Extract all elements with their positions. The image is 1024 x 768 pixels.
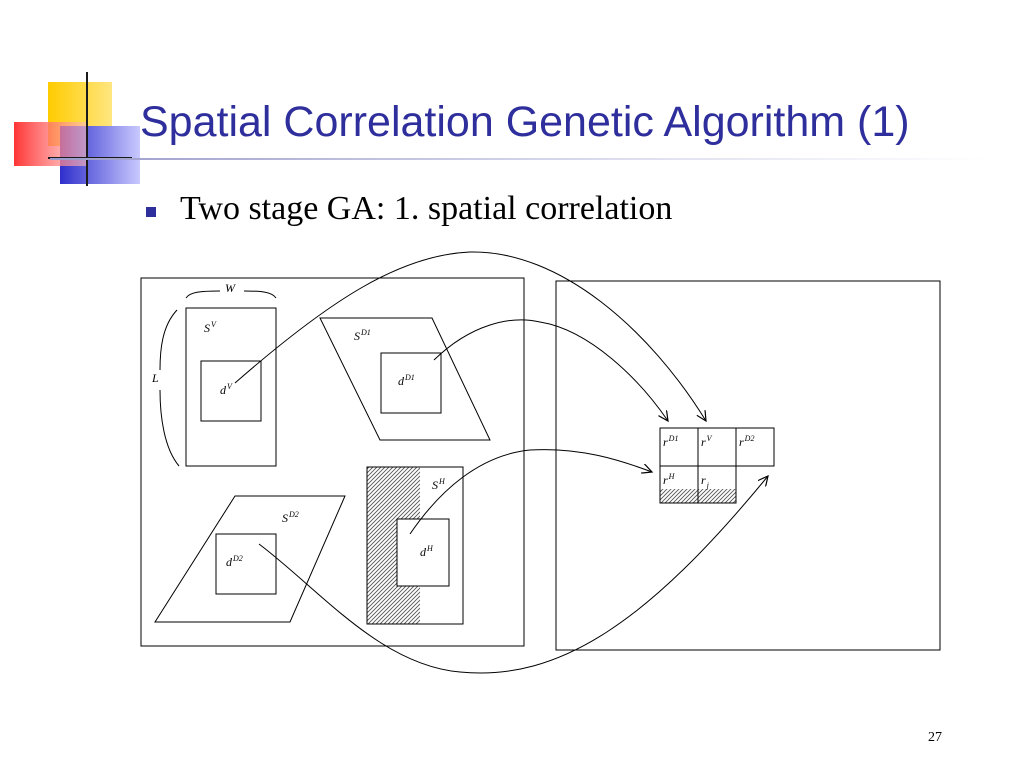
page-number: 27	[928, 730, 942, 745]
arrow-horizontal-to-rh	[409, 449, 652, 535]
d-diag1-label: dD1	[398, 373, 415, 388]
width-label: W	[225, 281, 236, 295]
s-diag1-label: SD1	[354, 328, 371, 343]
input-image-frame	[140, 277, 525, 647]
title-underline	[50, 158, 990, 160]
d-vertical-label: dV	[220, 382, 233, 397]
result-label-rv: rV	[701, 434, 713, 449]
result-cell	[735, 427, 775, 467]
result-label-rh: rH	[663, 472, 676, 487]
arrow-diag2-to-rj	[258, 476, 768, 674]
width-brace	[185, 290, 277, 299]
s-diag2-label: SD2	[282, 510, 299, 525]
s-vertical-label: SV	[204, 320, 217, 335]
slide-title: Spatial Correlation Genetic Algorithm (1…	[140, 98, 910, 146]
horizontal-block	[396, 518, 450, 587]
bullet-item: Two stage GA: 1. spatial correlation	[146, 190, 672, 228]
diagonal1-window	[319, 317, 491, 441]
horizontal-window	[366, 466, 464, 625]
arrow-vertical-to-rv	[234, 251, 706, 421]
bullet-square-icon	[146, 207, 156, 217]
d-horizontal-label: dH	[420, 544, 434, 559]
result-table: rD1 rV rD2 rH rj	[659, 427, 775, 504]
result-label-rd1: rD1	[663, 434, 678, 449]
result-label-rd2: rD2	[739, 434, 754, 449]
diagonal2-window	[154, 495, 346, 623]
vertical-block	[200, 360, 262, 422]
d-diag2-label: dD2	[226, 554, 243, 569]
vertical-window	[185, 307, 277, 467]
result-label-rj: rj	[701, 473, 710, 490]
result-cell	[697, 465, 737, 504]
diagonal2-block	[215, 533, 277, 595]
bullet-text: Two stage GA: 1. spatial correlation	[180, 190, 673, 227]
length-label: L	[151, 371, 159, 385]
length-brace	[159, 309, 180, 467]
diagonal1-block	[380, 352, 442, 414]
output-image-frame	[555, 280, 941, 651]
s-horizontal-label: SH	[432, 477, 446, 492]
corner-decoration	[14, 72, 140, 186]
arrow-diag1-to-rd1	[433, 319, 668, 421]
